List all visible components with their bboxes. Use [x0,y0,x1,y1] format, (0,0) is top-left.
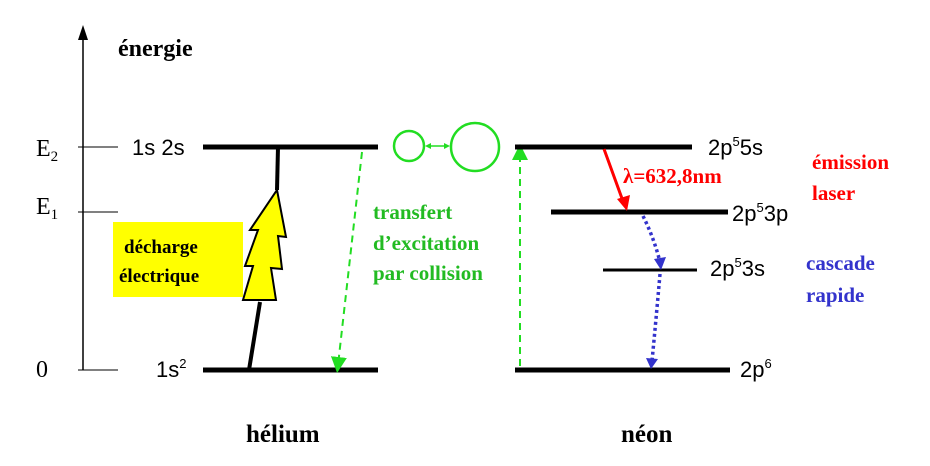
label-e1: E1 [36,194,58,223]
cascade-label-line2: rapide [806,283,864,307]
laser-label-line2: laser [812,181,855,205]
cascade-arrowhead-ground [646,358,658,369]
laser-emission-arrow [602,148,626,205]
cascade-label-line1: cascade [806,251,875,275]
neon-name: néon [621,421,673,448]
transfer-label-line3: par collision [373,261,483,285]
neon-level-3s-label: 2p53s [710,255,765,281]
discharge-label-line1: décharge [124,237,198,258]
laser-label-line1: émission [812,150,889,174]
discharge-label-line2: électrique [119,266,199,287]
neon-level-ground-label: 2p6 [740,356,772,382]
discharge-line-lower [247,301,262,371]
helium-decay-dashed-arrow [330,151,363,373]
energy-axis-title: énergie [118,36,193,62]
transfer-label-line2: d’excitation [373,231,479,255]
energy-axis-arrowhead [78,25,88,40]
helium-level-1s2s-label: 1s 2s [132,135,185,160]
label-zero: 0 [36,357,48,383]
label-e2: E2 [36,136,58,165]
collision-arrowhead-right [444,143,450,149]
lightning-bolt-icon [241,187,288,301]
helium-name: hélium [246,421,320,448]
neon-atom-circle [449,121,501,173]
cascade-arrow-3p-to-3s [641,215,662,263]
neon-level-3p-label: 2p53p [732,200,788,226]
helium-level-ground-label: 1s2 [156,356,186,382]
laser-wavelength-label: λ=632,8nm [623,164,722,188]
discharge-line-upper [275,146,280,191]
helium-atom-circle [392,129,426,163]
neon-level-5s-label: 2p55s [708,134,763,160]
cascade-arrowhead-3s [654,257,666,270]
transfer-label-line1: transfert [373,200,452,224]
cascade-arrow-3s-to-ground [650,273,662,362]
discharge-label-box [113,222,243,297]
collision-arrowhead-left [425,143,431,149]
laser-arrowhead [617,195,630,211]
